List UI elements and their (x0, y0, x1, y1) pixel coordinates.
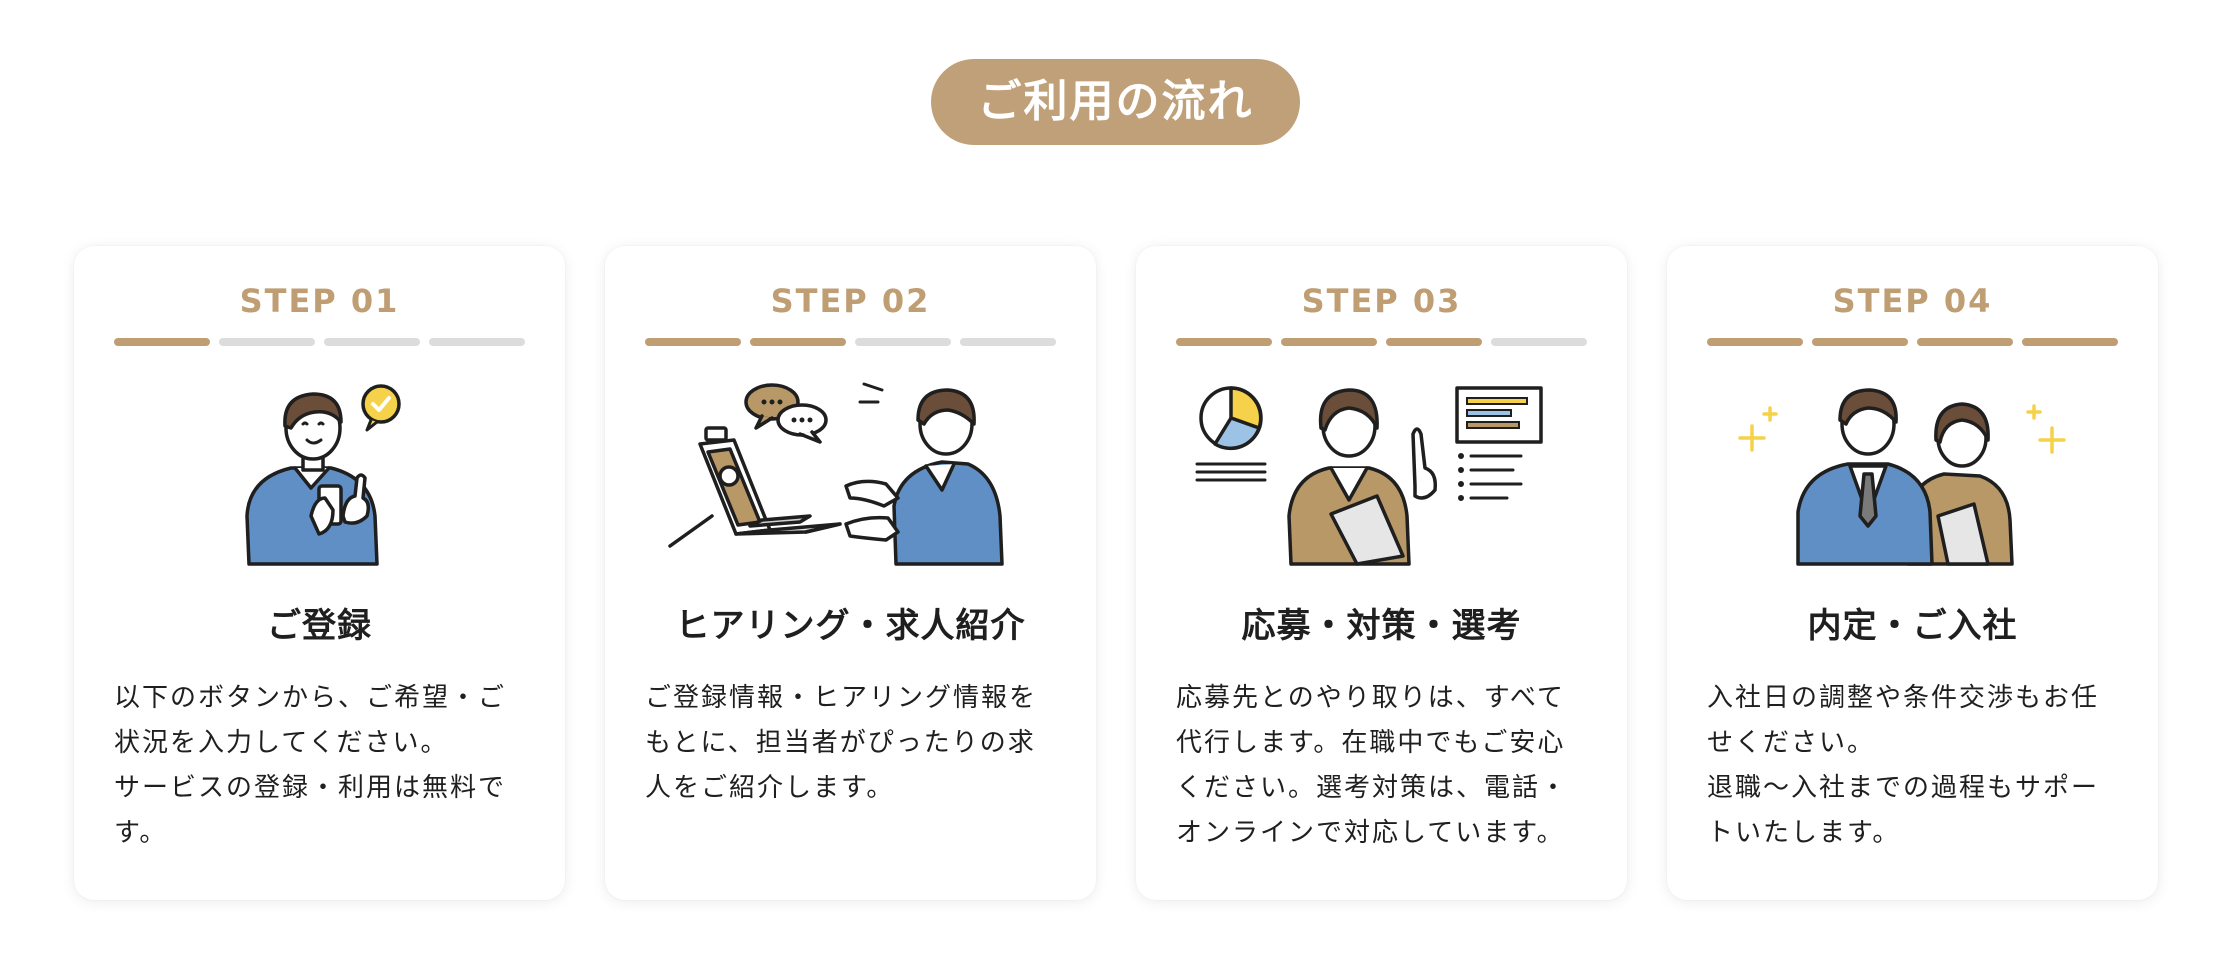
progress-segment (1491, 338, 1587, 346)
step-title: ご登録 (267, 606, 372, 646)
description-line: 以下のボタンから、ご希望・ご状況を入力してください。 (114, 683, 507, 758)
step-description: ご登録情報・ヒアリング情報をもとに、担当者がぴったりの求人をご紹介します。 (645, 676, 1060, 811)
step-label: STEP 01 (239, 282, 400, 320)
step-description: 以下のボタンから、ご希望・ご状況を入力してください。 サービスの登録・利用は無料… (114, 676, 529, 856)
flow-steps: STEP 01 (74, 246, 2158, 900)
online-interview-illustration (668, 382, 1004, 566)
description-line: 退職〜入社までの過程もサポートいたします。 (1707, 773, 2100, 848)
step-description: 入社日の調整や条件交渉もお任せください。 退職〜入社までの過程もサポートいたしま… (1707, 676, 2122, 856)
progress-segment (1917, 338, 2013, 346)
progress-segment (1812, 338, 1908, 346)
description-line: 応募先とのやり取りは、すべて代行します。在職中でもご安心ください。選考対策は、電… (1176, 683, 1569, 848)
progress-segment (114, 338, 210, 346)
step-label: STEP 03 (1301, 282, 1462, 320)
progress-segment (645, 338, 741, 346)
progress-segment (855, 338, 951, 346)
progress-segment (429, 338, 525, 346)
step-progress (1176, 338, 1587, 346)
progress-segment (2022, 338, 2118, 346)
step-label: STEP 04 (1832, 282, 1993, 320)
step-card-02: STEP 02 (605, 246, 1096, 900)
progress-segment (1707, 338, 1803, 346)
section-title: ご利用の流れ (931, 59, 1300, 145)
man-with-smartphone-illustration (245, 384, 401, 566)
step-title: ヒアリング・求人紹介 (675, 606, 1026, 646)
progress-segment (750, 338, 846, 346)
description-line: 入社日の調整や条件交渉もお任せください。 (1707, 683, 2100, 758)
woman-presenting-illustration (1195, 386, 1543, 566)
description-line: ご登録情報・ヒアリング情報をもとに、担当者がぴったりの求人をご紹介します。 (645, 683, 1038, 803)
progress-segment (1176, 338, 1272, 346)
progress-segment (1386, 338, 1482, 346)
step-card-01: STEP 01 (74, 246, 565, 900)
step-title: 内定・ご入社 (1807, 606, 2018, 646)
step-title: 応募・対策・選考 (1241, 606, 1522, 646)
description-line: サービスの登録・利用は無料です。 (114, 773, 507, 848)
progress-segment (1281, 338, 1377, 346)
step-card-04: STEP 04 (1667, 246, 2158, 900)
step-label: STEP 02 (770, 282, 931, 320)
new-hires-illustration (1738, 388, 2066, 566)
progress-segment (324, 338, 420, 346)
step-card-03: STEP 03 (1136, 246, 1627, 900)
progress-segment (219, 338, 315, 346)
step-progress (1707, 338, 2118, 346)
progress-segment (960, 338, 1056, 346)
step-progress (645, 338, 1056, 346)
step-progress (114, 338, 525, 346)
step-description: 応募先とのやり取りは、すべて代行します。在職中でもご安心ください。選考対策は、電… (1176, 676, 1591, 856)
